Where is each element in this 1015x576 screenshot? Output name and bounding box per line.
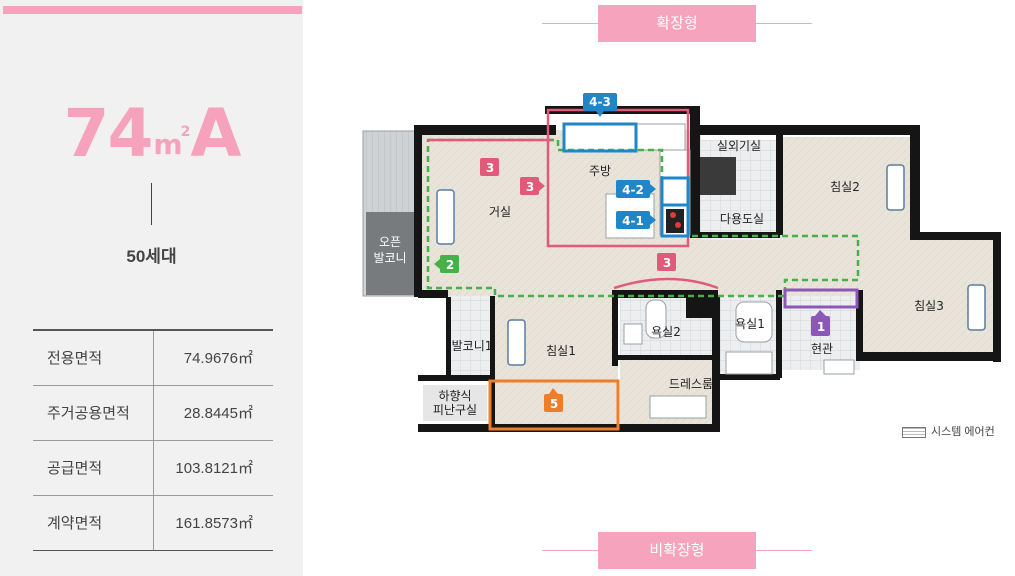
unit-type-suffix: A [190,95,241,172]
spec-value: 74.9676㎡ [152,329,273,386]
badge-4-1: 4-1 [616,211,656,229]
room-label-outdoor-unit: 실외기실 [717,139,761,153]
room-label-kitchen: 주방 [589,164,611,178]
badge-3-corridor: 3 [657,253,676,271]
spec-value: 28.8445㎡ [152,385,273,441]
svg-text:3: 3 [526,180,534,194]
option-1-outline [783,288,859,309]
cooktop-icon [666,209,684,233]
room-label-utility: 다용도실 [720,212,764,226]
unit-type-unit: m2 [153,123,190,161]
room-label-bedroom2: 침실2 [830,180,860,194]
svg-text:4-1: 4-1 [622,214,644,228]
room-labels: 거실 주방 실외기실 다용도실 침실2 침실3 욕실1 욕실2 현관 침실1 발… [423,139,944,421]
divider-line [151,183,152,225]
spec-row: 주거공용면적 28.8445㎡ [33,385,273,441]
tab-non-expanded[interactable]: 비확장형 [598,532,756,569]
spec-label: 공급면적 [33,440,153,496]
svg-text:1: 1 [817,320,825,334]
spec-label: 계약면적 [33,495,153,551]
spec-label: 전용면적 [33,329,153,386]
room-label-open-balcony-1: 오픈 [379,235,401,249]
svg-text:4-3: 4-3 [589,95,611,109]
room-label-evacuation-1: 하향식 [438,389,471,403]
aircon-legend: 시스템 에어컨 [902,423,995,439]
unit-info-panel: 74m2A 50세대 전용면적 74.9676㎡ 주거공용면적 28.8445㎡… [0,0,303,576]
badge-2: 2 [434,255,459,273]
room-label-bath1: 욕실1 [735,317,765,331]
spec-value: 103.8121㎡ [152,440,273,496]
svg-text:3: 3 [486,161,494,175]
option-outlines [426,108,860,431]
tab-expanded[interactable]: 확장형 [598,5,756,42]
system-aircon-icon [902,426,926,438]
aircon-legend-label: 시스템 에어컨 [931,426,995,438]
spec-row: 공급면적 103.8121㎡ [33,440,273,496]
option-5-outline [488,379,620,431]
system-aircon-units [436,164,986,366]
badge-3-kitchen: 3 [520,177,545,195]
room-label-open-balcony-2: 발코니 [373,251,406,265]
room-label-bedroom1: 침실1 [546,344,576,358]
household-count: 50세대 [126,247,177,266]
option-4-1-outline [660,203,690,238]
svg-text:5: 5 [550,397,558,411]
svg-text:2: 2 [446,258,454,272]
unit-type-title: 74m2A [0,95,303,172]
option-2-outline [426,138,860,298]
badge-5: 5 [544,388,563,412]
option-badges: 4-3 3 3 3 4-2 4-1 2 [434,93,830,412]
badge-3-living: 3 [480,158,499,176]
option-3-outline-arc [613,277,719,290]
room-label-entrance: 현관 [811,342,833,356]
option-3-outline-kitchen [546,108,690,248]
open-balcony: 오픈 발코니 [362,130,419,297]
svg-text:4-2: 4-2 [622,183,644,197]
room-label-dressroom: 드레스룸 [669,377,713,391]
area-spec-table: 전용면적 74.9676㎡ 주거공용면적 28.8445㎡ 공급면적 103.8… [33,329,273,551]
room-label-bedroom3: 침실3 [914,299,944,313]
room-label-bath2: 욕실2 [651,325,681,339]
spec-label: 주거공용면적 [33,385,153,441]
option-4-3-outline [562,122,638,153]
fixtures [562,123,855,419]
room-label-evacuation-2: 피난구실 [433,403,477,417]
badge-4-2: 4-2 [616,180,656,198]
room-label-balcony1: 발코니1 [452,339,493,353]
room-label-living: 거실 [489,205,511,219]
svg-text:3: 3 [663,256,671,270]
badge-4-3: 4-3 [583,93,617,117]
unit-type-number: 74 [63,95,154,172]
panel-accent-bar [3,6,302,14]
spec-value: 161.8573㎡ [152,495,273,551]
badge-1: 1 [811,310,830,336]
spec-row: 전용면적 74.9676㎡ [33,329,273,386]
spec-row: 계약면적 161.8573㎡ [33,495,273,551]
